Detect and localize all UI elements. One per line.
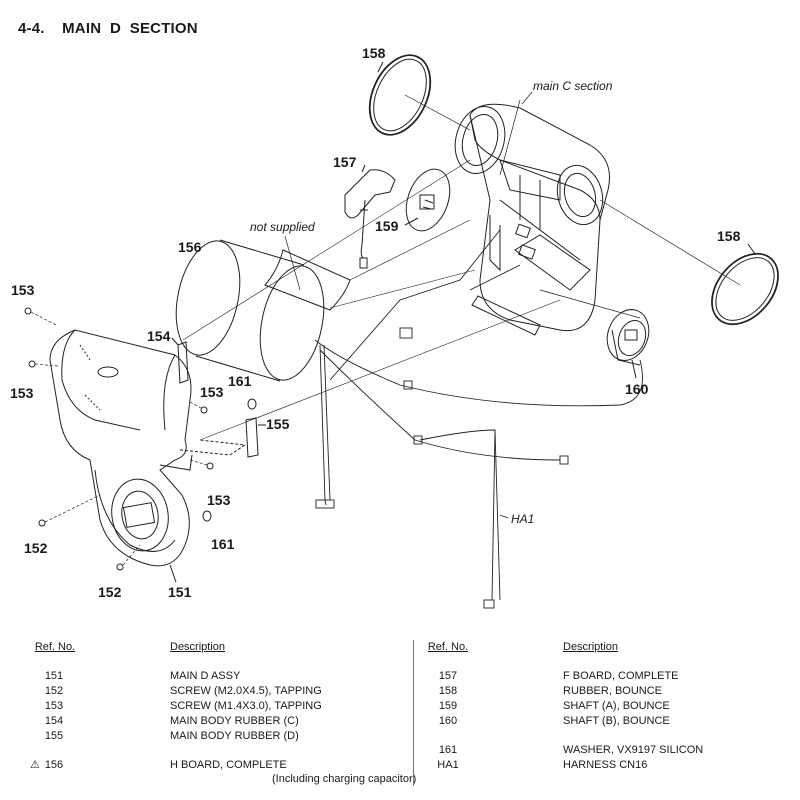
callout-151: 151 — [168, 584, 192, 600]
description-header: Description — [170, 641, 226, 653]
table-divider — [413, 640, 414, 786]
callout-161-a: 161 — [228, 373, 252, 389]
ref-no: 152 — [44, 685, 64, 697]
ref-no: 160 — [438, 715, 458, 727]
leader-151 — [169, 564, 177, 583]
page-title: 4-4. MAIN D SECTION — [18, 20, 198, 37]
description-note: (Including charging capacitor) — [272, 773, 417, 785]
callout-153-c: 153 — [200, 384, 224, 400]
callout-152-b: 152 — [98, 584, 122, 600]
leader-ha1 — [499, 514, 509, 519]
ref-no: 151 — [44, 670, 64, 682]
washers — [202, 398, 257, 522]
h-board-capacitor — [175, 239, 325, 382]
leader-main-c — [521, 91, 533, 105]
callout-161-b: 161 — [211, 536, 235, 552]
description: SCREW (M2.0X4.5), TAPPING — [170, 685, 322, 697]
parts-row-note: (Including charging capacitor) — [24, 772, 416, 787]
description-header: Description — [563, 641, 619, 653]
main-c-section-housing — [454, 99, 641, 336]
callout-160: 160 — [625, 381, 649, 397]
axis-line-158-top — [404, 94, 471, 131]
main-body-rubber-c — [177, 341, 189, 384]
leader-154 — [171, 337, 179, 346]
note-not-supplied: not supplied — [250, 220, 315, 234]
main-body-rubber-d — [245, 417, 259, 458]
ref-no: 159 — [438, 700, 458, 712]
leader-not-supplied — [284, 235, 301, 291]
description: MAIN D ASSY — [170, 670, 241, 682]
ref-no: 157 — [438, 670, 458, 682]
callout-159: 159 — [375, 218, 399, 234]
parts-row: 159 SHAFT (A), BOUNCE — [418, 699, 798, 714]
parts-row: 152 SCREW (M2.0X4.5), TAPPING — [24, 684, 404, 699]
screws — [24, 307, 214, 571]
ref-no-header: Ref. No. — [427, 641, 469, 653]
parts-row: 158 RUBBER, BOUNCE — [418, 684, 798, 699]
ref-no: 154 — [44, 715, 64, 727]
not-supplied-film — [264, 249, 351, 311]
parts-row: 151 MAIN D ASSY — [24, 669, 404, 684]
callout-153-b: 153 — [10, 385, 34, 401]
note-main-c-section: main C section — [533, 79, 613, 93]
callout-154: 154 — [147, 328, 171, 344]
rubber-bounce-right — [711, 252, 779, 326]
main-d-assy — [49, 329, 247, 567]
parts-row: 157 F BOARD, COMPLETE — [418, 669, 798, 684]
description: HARNESS CN16 — [563, 759, 648, 771]
ref-no: 155 — [44, 730, 64, 742]
rubber-bounce-top — [368, 54, 432, 136]
parts-row: 154 MAIN BODY RUBBER (C) — [24, 714, 404, 729]
shaft-b-bounce — [606, 309, 650, 366]
leader-157 — [361, 164, 366, 173]
parts-row: 160 SHAFT (B), BOUNCE — [418, 714, 798, 729]
callout-153-a: 153 — [11, 282, 35, 298]
leader-158-right — [747, 243, 756, 255]
description: H BOARD, COMPLETE — [170, 759, 287, 771]
harness-cn16 — [314, 229, 643, 609]
description: WASHER, VX9197 SILICON — [563, 744, 704, 756]
description: SHAFT (A), BOUNCE — [563, 700, 670, 712]
description: SCREW (M1.4X3.0), TAPPING — [170, 700, 322, 712]
alignment-lines — [182, 159, 561, 441]
callout-153-d: 153 — [207, 492, 231, 508]
callout-157: 157 — [333, 154, 357, 170]
callout-158-top: 158 — [362, 45, 386, 61]
parts-row: 161 WASHER, VX9197 SILICON — [418, 743, 798, 758]
exploded-view-diagram: 158 157 159 158 160 156 153 154 153 153 … — [10, 45, 779, 609]
parts-row: HA1 HARNESS CN16 — [418, 758, 798, 773]
callout-ha1: HA1 — [511, 512, 534, 526]
description: MAIN BODY RUBBER (C) — [170, 715, 299, 727]
ref-no: 153 — [44, 700, 64, 712]
ref-no: 158 — [438, 685, 458, 697]
description: SHAFT (B), BOUNCE — [563, 715, 670, 727]
description: F BOARD, COMPLETE — [563, 670, 679, 682]
ref-no: 161 — [438, 744, 458, 756]
callout-152-a: 152 — [24, 540, 48, 556]
f-board — [344, 169, 396, 269]
parts-row: ⚠ 156 H BOARD, COMPLETE — [24, 758, 404, 773]
leader-159 — [404, 217, 419, 226]
callout-155: 155 — [266, 416, 290, 432]
ref-no: HA1 — [437, 759, 459, 771]
ref-no-header: Ref. No. — [34, 641, 76, 653]
description: RUBBER, BOUNCE — [563, 685, 663, 697]
callout-158-right: 158 — [717, 228, 741, 244]
leader-158-top — [377, 61, 384, 73]
parts-row: 153 SCREW (M1.4X3.0), TAPPING — [24, 699, 404, 714]
caution-icon: ⚠ — [30, 759, 40, 771]
callout-156: 156 — [178, 239, 202, 255]
parts-row: 155 MAIN BODY RUBBER (D) — [24, 729, 404, 744]
ref-no: 156 — [44, 759, 64, 771]
leader-160 — [631, 359, 637, 379]
shaft-a-bounce — [405, 168, 451, 232]
description: MAIN BODY RUBBER (D) — [170, 730, 299, 742]
